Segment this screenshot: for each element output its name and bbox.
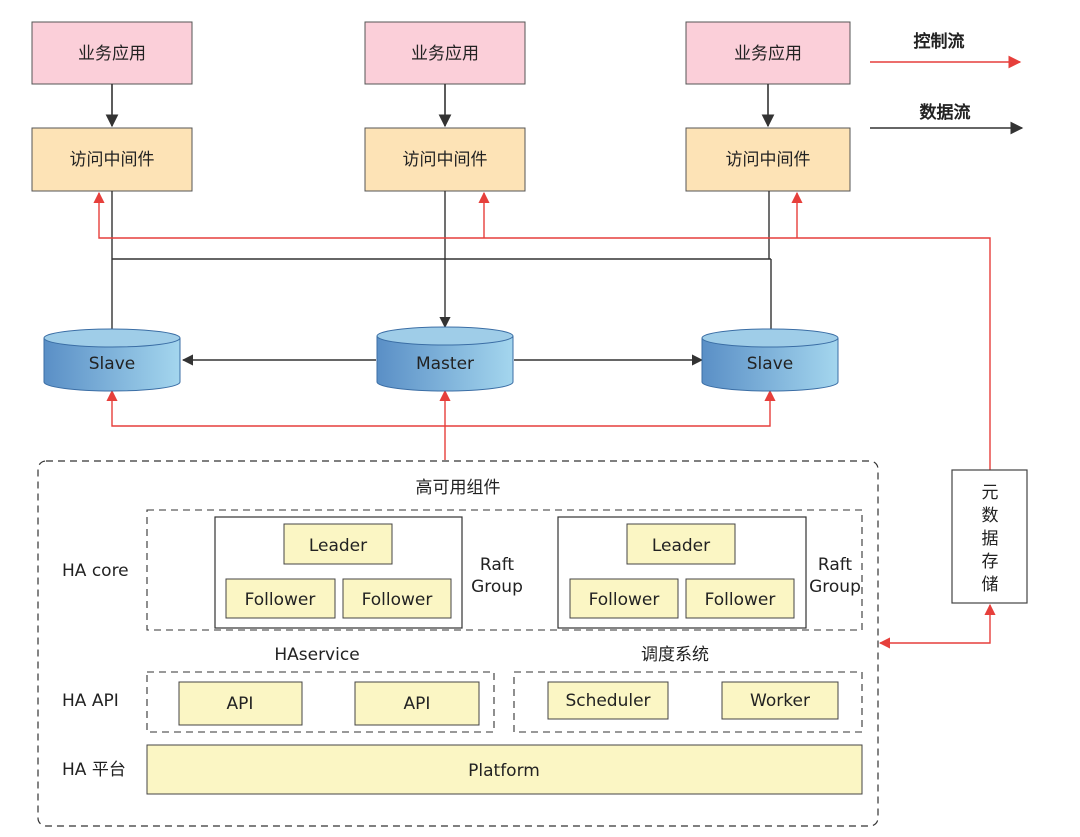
app-label-3: 业务应用 [734, 44, 802, 64]
legend-control-flow-label: 控制流 [914, 31, 965, 52]
app-label-2: 业务应用 [411, 44, 479, 64]
data-flow-lines [111, 191, 772, 366]
raft-2-follower-2: Follower [705, 590, 776, 610]
metadata-char-3: 据 [982, 529, 999, 549]
raft-1-leader: Leader [309, 536, 367, 556]
legend: 控制流 数据流 [870, 31, 1024, 135]
raft-2-label-line2: Group [809, 577, 861, 597]
scheduler-box: Scheduler [547, 681, 669, 720]
middleware-box-2: 访问中间件 [364, 127, 526, 192]
raft-1-follower-1: Follower [245, 590, 316, 610]
metadata-char-5: 储 [982, 575, 999, 595]
middleware-box-1: 访问中间件 [31, 127, 193, 192]
control-flow-lines [93, 191, 996, 649]
api-label-1: API [227, 694, 254, 714]
raft-1-follower-2: Follower [362, 590, 433, 610]
raft-1-label-line2: Group [471, 577, 523, 597]
db-slave-left: Slave [43, 328, 181, 392]
legend-data-flow-label: 数据流 [920, 102, 971, 123]
db-master: Master [376, 326, 514, 392]
ha-component-container: 高可用组件 [37, 460, 879, 827]
db-slave-right-label: Slave [747, 354, 793, 374]
metadata-char-4: 存 [982, 552, 999, 572]
raft-group-2: Leader Follower Follower Raft Group [557, 516, 861, 629]
scheduling-area [513, 671, 863, 733]
db-slave-left-label: Slave [89, 354, 135, 374]
middleware-label-1: 访问中间件 [70, 150, 155, 170]
haservice-area [146, 671, 495, 733]
raft-2-label-line1: Raft [818, 555, 853, 575]
app-box-3: 业务应用 [685, 21, 851, 85]
ha-core-area [146, 509, 863, 631]
api-label-2: API [404, 694, 431, 714]
scheduler-label: Scheduler [565, 691, 650, 711]
raft-2-follower-1: Follower [589, 590, 660, 610]
ha-component-title: 高可用组件 [416, 478, 501, 498]
metadata-char-1: 元 [982, 483, 999, 503]
app-box-2: 业务应用 [364, 21, 526, 85]
ha-core-label: HA core [62, 561, 129, 581]
raft-group-1: Leader Follower Follower Raft Group [214, 516, 523, 629]
api-box-1: API [178, 681, 303, 726]
db-slave-right: Slave [701, 328, 839, 392]
haservice-title: HAservice [274, 645, 359, 665]
app-label-1: 业务应用 [78, 44, 146, 64]
raft-1-label-line1: Raft [480, 555, 515, 575]
raft-2-leader: Leader [652, 536, 710, 556]
worker-label: Worker [750, 691, 810, 711]
metadata-storage-box: 元 数 据 存 储 [951, 469, 1028, 604]
middleware-label-3: 访问中间件 [726, 150, 811, 170]
db-master-label: Master [416, 354, 474, 374]
ha-api-label: HA API [62, 691, 119, 711]
scheduling-system-title: 调度系统 [641, 645, 709, 665]
platform-label: Platform [468, 761, 540, 781]
middleware-label-2: 访问中间件 [403, 150, 488, 170]
app-box-1: 业务应用 [31, 21, 193, 85]
ha-platform-label: HA 平台 [62, 760, 126, 780]
middleware-box-3: 访问中间件 [685, 127, 851, 192]
api-box-2: API [354, 681, 480, 726]
platform-box: Platform [146, 744, 863, 795]
metadata-char-2: 数 [982, 506, 999, 526]
worker-box: Worker [721, 681, 839, 720]
